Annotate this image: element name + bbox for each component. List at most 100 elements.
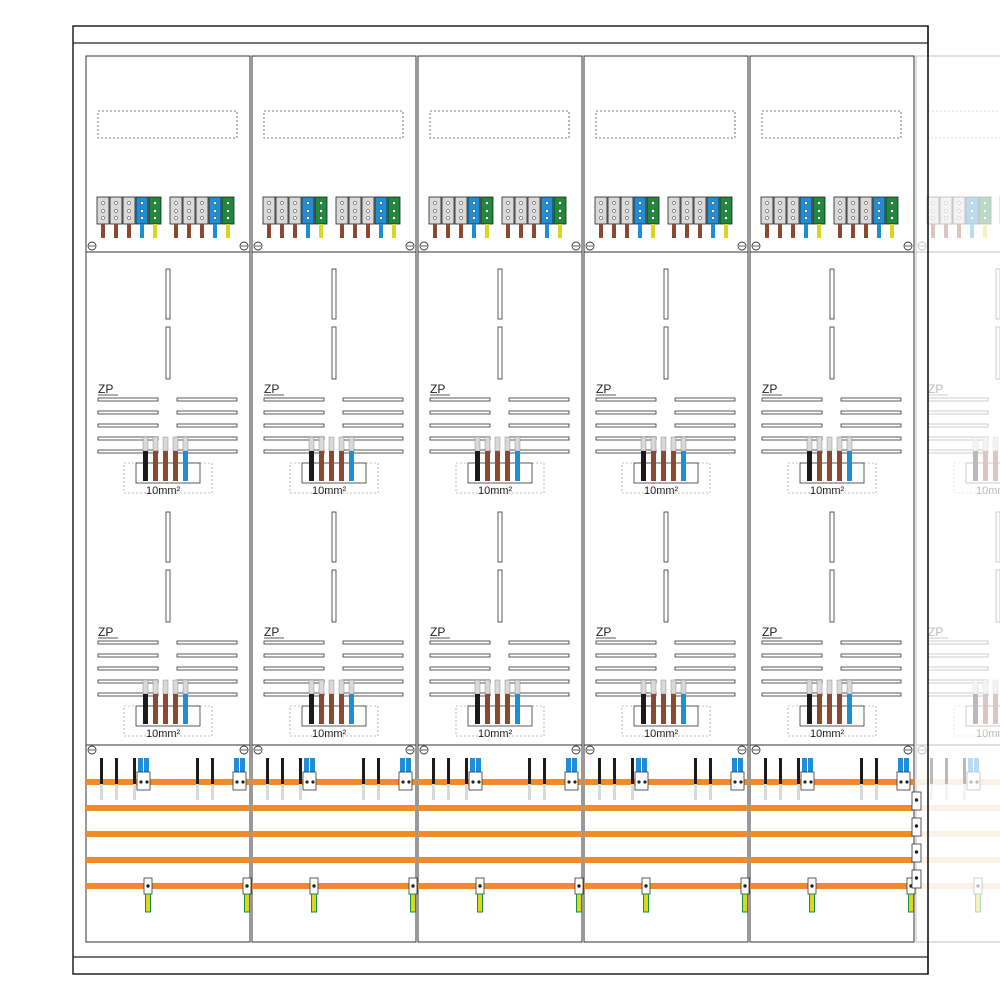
neutral-clamp bbox=[398, 771, 413, 791]
earth-clamp-screw bbox=[245, 884, 249, 888]
vent-bar bbox=[97, 679, 159, 684]
conductor-sleeve bbox=[875, 784, 878, 800]
clamp-screw bbox=[573, 780, 577, 784]
conductor-black bbox=[764, 758, 767, 784]
vent-bar bbox=[97, 397, 159, 402]
neutral-clamp bbox=[468, 771, 483, 791]
vent-bar bbox=[674, 640, 736, 645]
terminal-screw bbox=[392, 201, 396, 205]
terminal-block-group bbox=[501, 196, 567, 238]
terminal-screw bbox=[983, 209, 987, 213]
conductor-sleeve bbox=[709, 784, 712, 800]
conductor-black bbox=[196, 758, 199, 784]
busbar-wire bbox=[983, 451, 988, 481]
meter-field: ZP 10mm² bbox=[97, 511, 238, 740]
terminal-screw bbox=[392, 209, 396, 213]
vent-bar bbox=[176, 423, 238, 428]
terminal-screw bbox=[532, 201, 536, 205]
earth-wire bbox=[145, 893, 151, 913]
busbar-wire bbox=[807, 451, 812, 481]
orange-rail bbox=[418, 857, 582, 863]
terminal-screw bbox=[101, 216, 105, 220]
orange-rail bbox=[252, 857, 416, 863]
terminal-wire bbox=[651, 224, 655, 238]
orange-rail bbox=[916, 805, 1000, 811]
vent-bar bbox=[263, 640, 325, 645]
vent-bar bbox=[97, 692, 159, 697]
terminal-screw bbox=[319, 216, 323, 220]
vent-bar bbox=[674, 653, 736, 658]
earth-wire bbox=[742, 893, 748, 913]
terminal bbox=[952, 196, 966, 225]
busbar-outline bbox=[953, 705, 1000, 737]
vent-bar bbox=[595, 436, 657, 441]
vent-bar bbox=[176, 666, 238, 671]
terminal-screw bbox=[944, 216, 948, 220]
terminal-screw bbox=[545, 201, 549, 205]
terminal-screw bbox=[724, 201, 728, 205]
vent-bar bbox=[508, 397, 570, 402]
meter-label: ZP bbox=[98, 625, 113, 639]
terminal-screw bbox=[711, 209, 715, 213]
busbar-label: 10mm² bbox=[478, 728, 513, 740]
neutral-conductor bbox=[240, 758, 245, 774]
conductor-black bbox=[362, 758, 365, 784]
conductor-black bbox=[299, 758, 302, 784]
busbar-wire bbox=[163, 451, 168, 481]
meter-slot bbox=[829, 326, 835, 380]
terminal-wire bbox=[446, 224, 450, 238]
meter-slot bbox=[165, 326, 171, 380]
vent-bar bbox=[263, 436, 325, 441]
busbar-wire-sleeve bbox=[660, 679, 667, 695]
busbar-wire bbox=[183, 451, 188, 481]
conductor-black bbox=[709, 758, 712, 784]
terminal bbox=[978, 196, 992, 225]
terminal-screw bbox=[838, 216, 842, 220]
terminal-screw bbox=[319, 201, 323, 205]
busbar-label: 10mm² bbox=[146, 728, 181, 740]
terminal-screw bbox=[838, 201, 842, 205]
meter-label: ZP bbox=[928, 625, 943, 639]
terminal-screw bbox=[446, 209, 450, 213]
busbar-wire bbox=[495, 451, 500, 481]
terminal-block-group bbox=[594, 196, 660, 238]
terminal-screw bbox=[366, 201, 370, 205]
busbar-wire-sleeve bbox=[182, 436, 189, 452]
busbar-wire bbox=[329, 451, 334, 481]
orange-rail bbox=[86, 831, 250, 837]
vent-bar bbox=[840, 397, 902, 402]
vent-bar bbox=[840, 666, 902, 671]
terminal-screw bbox=[558, 209, 562, 213]
busbar-wire-sleeve bbox=[972, 436, 979, 452]
terminal-wire bbox=[765, 224, 769, 238]
clamp-screw bbox=[139, 780, 143, 784]
terminal-screw bbox=[485, 201, 489, 205]
busbar-wire-sleeve bbox=[162, 679, 169, 695]
conductor-sleeve bbox=[196, 784, 199, 800]
busbar-label: 10mm² bbox=[644, 485, 679, 497]
terminal-wire bbox=[114, 224, 118, 238]
terminal-screw bbox=[724, 209, 728, 213]
busbar-wire bbox=[319, 451, 324, 481]
vent-bar bbox=[840, 640, 902, 645]
busbar-label: 10mm² bbox=[478, 485, 513, 497]
terminal-wire bbox=[711, 224, 715, 238]
busbar-wire bbox=[515, 694, 520, 724]
orange-rail bbox=[252, 805, 416, 811]
busbar-wire bbox=[475, 451, 480, 481]
terminal-screw bbox=[472, 201, 476, 205]
busbar-wire bbox=[671, 451, 676, 481]
terminal-screw bbox=[931, 201, 935, 205]
busbar-wire-sleeve bbox=[816, 679, 823, 695]
orange-rail bbox=[750, 883, 914, 889]
conductor-sleeve bbox=[631, 784, 634, 800]
terminal-screw bbox=[293, 216, 297, 220]
terminal-screw bbox=[226, 209, 230, 213]
busbar-wire-sleeve bbox=[836, 679, 843, 695]
vent-bar bbox=[97, 436, 159, 441]
terminal-screw bbox=[127, 201, 131, 205]
